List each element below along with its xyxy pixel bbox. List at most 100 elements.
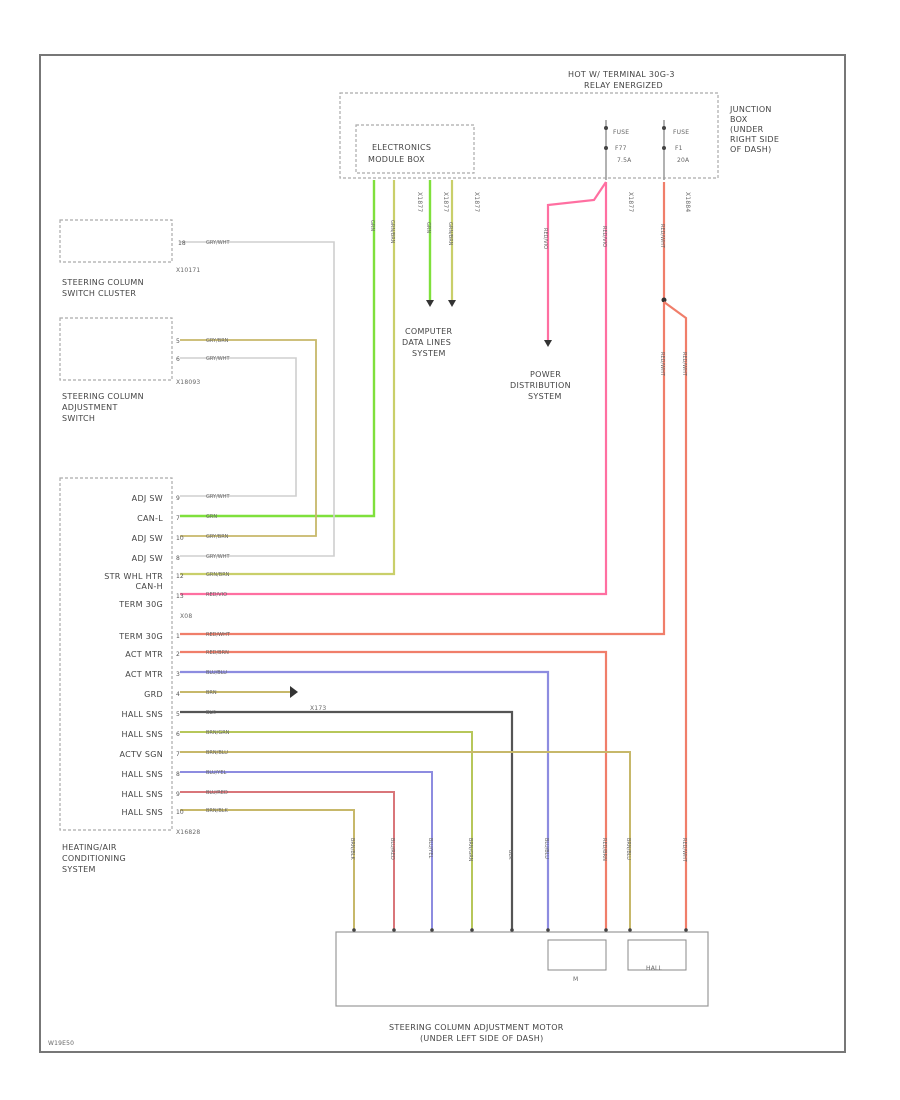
svg-text:13: 13 [176, 593, 184, 600]
svg-text:HALL SNS: HALL SNS [122, 730, 164, 739]
svg-text:HALL SNS: HALL SNS [122, 710, 164, 719]
power-line3: SYSTEM [528, 392, 562, 401]
svg-text:HALL SNS: HALL SNS [122, 790, 164, 799]
ground-arrow [290, 686, 298, 698]
svg-text:FUSE: FUSE [673, 129, 689, 136]
junction-line4: RIGHT SIDE [730, 135, 779, 144]
svg-text:BRN/BLU: BRN/BLU [206, 750, 228, 756]
pwr-dist-arrow [544, 340, 552, 347]
adj-pin-2: 6 [176, 356, 180, 363]
fuse-f77: FUSE F77 7.5A [604, 120, 632, 180]
pinref-5: X1884 [684, 192, 691, 212]
diagram-frame [39, 54, 846, 1053]
svg-text:GRN/BRN: GRN/BRN [447, 222, 453, 246]
pinref-3: X1877 [473, 192, 480, 212]
junction-line5: OF DASH) [730, 145, 772, 154]
svg-text:GRY/BRN: GRY/BRN [206, 338, 229, 344]
svg-text:BLU/YEL: BLU/YEL [206, 770, 227, 776]
motor-hall-label: HALL [646, 965, 663, 972]
wire-hall-1 [180, 710, 514, 930]
ebox-line1: ELECTRONICS [372, 143, 431, 152]
adj-line2: ADJUSTMENT [62, 403, 118, 412]
cluster-line2: SWITCH CLUSTER [62, 289, 136, 298]
wire-can-l [180, 180, 376, 518]
svg-text:BRN/BLK: BRN/BLK [206, 808, 229, 814]
svg-text:GRD: GRD [144, 690, 163, 699]
wire-hall-5 [180, 809, 355, 930]
svg-text:RED/BRN: RED/BRN [601, 838, 607, 861]
svg-text:7: 7 [176, 751, 180, 758]
hvac-line1: HEATING/AIR [62, 843, 117, 852]
svg-text:BLU/YEL: BLU/YEL [427, 838, 433, 859]
motor-m-label: M [573, 976, 578, 983]
cluster-pin: 18 [178, 240, 186, 247]
wire-term-30g-vio [180, 182, 608, 596]
connector-arrow-2 [448, 300, 456, 307]
svg-text:8: 8 [176, 555, 180, 562]
wire-can-h [180, 180, 396, 576]
wire-hall-2 [180, 731, 473, 930]
svg-text:6: 6 [176, 731, 180, 738]
svg-text:ACTV SGN: ACTV SGN [120, 750, 163, 759]
svg-text:ADJ SW: ADJ SW [132, 494, 163, 503]
computer-line2: DATA LINES [402, 338, 451, 347]
motor-terminal-dots [352, 928, 688, 932]
svg-text:GRY/BRN: GRY/BRN [206, 534, 229, 540]
junction-box-outline [339, 92, 719, 179]
adj-line3: SWITCH [62, 414, 95, 423]
svg-text:7: 7 [176, 515, 180, 522]
svg-text:ACT MTR: ACT MTR [125, 670, 163, 679]
svg-text:9: 9 [176, 495, 180, 502]
wire-right-motor [663, 301, 688, 930]
junction-line3: (UNDER [730, 125, 764, 134]
switch-cluster-box [59, 219, 173, 263]
svg-text:BRN/BLK: BRN/BLK [349, 838, 355, 861]
svg-text:BLU/BLU: BLU/BLU [206, 670, 227, 676]
wire-act-mtr-2 [180, 670, 550, 930]
svg-text:CAN-H: CAN-H [136, 582, 163, 591]
svg-text:GRN/BRN: GRN/BRN [206, 572, 230, 578]
wire-adj-2 [180, 357, 297, 497]
adj-line1: STEERING COLUMN [62, 392, 144, 401]
svg-text:10: 10 [176, 535, 184, 542]
svg-text:1: 1 [176, 633, 180, 640]
wire-cluster [180, 241, 335, 557]
svg-text:TERM 30G: TERM 30G [118, 632, 163, 641]
hvac-connector: X16828 [176, 829, 200, 836]
svg-text:20A: 20A [677, 157, 690, 164]
hot-line2: RELAY ENERGIZED [584, 81, 663, 90]
svg-text:RED/VIO: RED/VIO [206, 592, 227, 598]
svg-text:BLK: BLK [206, 710, 216, 716]
fuse-f1: FUSE F1 20A [662, 120, 690, 180]
adj-switch-box [59, 317, 173, 381]
cluster-line1: STEERING COLUMN [62, 278, 144, 287]
svg-text:RED/VIO: RED/VIO [601, 226, 607, 247]
power-line2: DISTRIBUTION [510, 381, 571, 390]
wire-hall-3 [180, 771, 433, 930]
diagram-id-code: W19E50 [48, 1040, 74, 1047]
svg-text:GRY/WHT: GRY/WHT [206, 240, 230, 246]
svg-text:10: 10 [176, 809, 184, 816]
wire-hall-4 [180, 791, 395, 930]
svg-text:GRY/WHT: GRY/WHT [206, 494, 230, 500]
adj-connector: X18093 [176, 379, 200, 386]
wire-pwr-dist [546, 181, 607, 340]
svg-text:BLU/BLU: BLU/BLU [543, 838, 549, 859]
svg-text:BLU/RED: BLU/RED [206, 790, 228, 796]
svg-text:GRN: GRN [425, 222, 431, 233]
svg-text:GRN: GRN [369, 220, 375, 231]
wire-act-mtr-1 [180, 650, 608, 930]
pinref-2: X1877 [442, 192, 449, 212]
svg-text:ADJ SW: ADJ SW [132, 534, 163, 543]
motor-line1: STEERING COLUMN ADJUSTMENT MOTOR [389, 1023, 564, 1032]
adj-pin-1: 5 [176, 338, 180, 345]
svg-text:9: 9 [176, 791, 180, 798]
connector-arrow-1 [426, 300, 434, 307]
svg-text:RED/WHT: RED/WHT [206, 632, 231, 638]
svg-text:RED/BRN: RED/BRN [206, 650, 229, 656]
computer-line1: COMPUTER [405, 327, 453, 336]
svg-text:TERM 30G: TERM 30G [118, 600, 163, 609]
svg-text:ADJ SW: ADJ SW [132, 554, 163, 563]
svg-text:BRN: BRN [206, 690, 217, 696]
svg-text:BRN/GRN: BRN/GRN [206, 730, 230, 736]
